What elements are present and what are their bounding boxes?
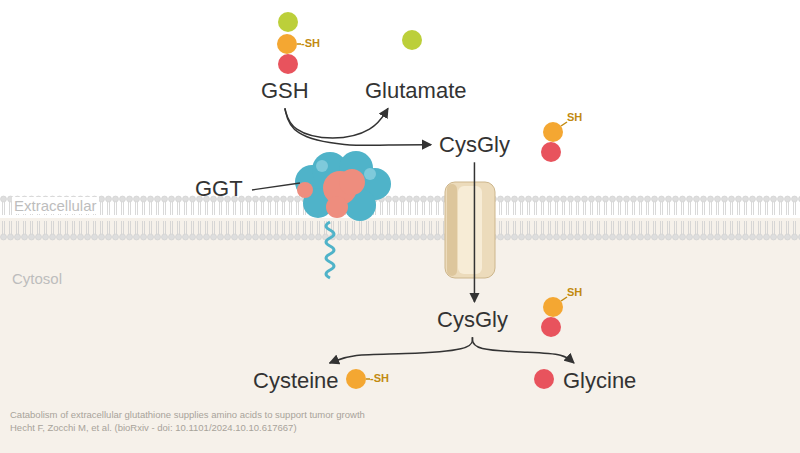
compartment-label: Cytosol <box>12 270 62 287</box>
reaction-arrow <box>472 337 574 363</box>
gsh-molecule <box>277 12 301 74</box>
reaction-arrow <box>285 108 431 145</box>
cysteine-molecule <box>346 369 370 389</box>
molecule-name: Cysteine <box>253 368 339 393</box>
thiol-label: -SH <box>301 37 320 50</box>
extracellular-ground <box>0 0 800 218</box>
molecule-node: Glutamate <box>362 76 470 105</box>
enzyme-label: GGT <box>195 176 243 201</box>
caption-line: Hecht F, Zocchi M, et al. (bioRxiv - doi… <box>10 423 297 434</box>
compartment-label: Extracellular <box>12 197 99 214</box>
reaction-arrow <box>330 337 473 363</box>
molecule-node: CysGly <box>434 305 511 334</box>
cytosol-ground <box>0 218 800 453</box>
molecule-name: Glutamate <box>365 78 467 103</box>
thiol-label: -SH <box>370 372 389 385</box>
molecule-name: CysGly <box>439 132 510 157</box>
molecule-name: CysGly <box>437 307 508 332</box>
leader-line <box>252 183 300 190</box>
membrane <box>0 195 800 241</box>
cysgly-molecule <box>541 122 567 162</box>
glycine-molecule <box>534 369 554 389</box>
cysgly-molecule <box>541 297 567 337</box>
transporter-channel <box>445 182 495 278</box>
ggt-enzyme <box>295 151 391 278</box>
molecule-node: CysGly <box>436 130 513 159</box>
caption-line: Catabolism of extracellular glutathione … <box>10 410 365 421</box>
glutamate-molecule <box>402 30 422 50</box>
molecule-name: GSH <box>261 78 309 103</box>
reaction-arrow <box>474 162 476 302</box>
thiol-label: SH <box>567 111 582 124</box>
thiol-label: SH <box>567 286 582 299</box>
molecule-node: GSH <box>258 76 312 105</box>
molecule-node: Cysteine <box>250 366 342 395</box>
molecule-name: Glycine <box>563 368 636 393</box>
molecule-node: Glycine <box>560 366 639 395</box>
